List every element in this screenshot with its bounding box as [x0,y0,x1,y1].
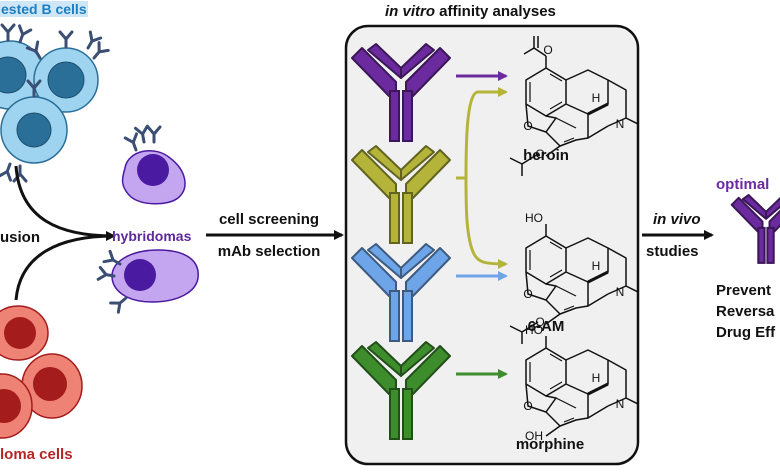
bridgehead-h: H [592,371,601,385]
b-cell [1,97,67,163]
affinity-title-italic: in vitro [385,3,435,20]
optimal-label: optimal [716,176,769,193]
antibody-optimal [732,195,780,263]
b-cell-antibody [0,162,16,180]
hybridomas-group [98,126,198,312]
outcome-line-1: Prevent [716,282,771,299]
nitrogen: N [616,397,625,411]
hybridomas-label: hybridomas [112,228,191,244]
compound-name-heroin: heroin [516,147,576,164]
furan-oxygen: O [523,119,532,133]
b-cell-antibody [89,43,108,62]
myeloma-cell [0,306,48,360]
affinity-title-rest: affinity analyses [435,3,556,20]
b-cell-antibody [2,25,14,40]
bridgehead-h: H [592,91,601,105]
nitrogen: N [616,117,625,131]
hydroxyl: HO [525,211,543,225]
hybridoma-cell [123,151,185,204]
myeloma-label: loma cells [0,446,73,463]
fusion-arrow-top [16,166,114,236]
bridgehead-h: H [592,259,601,273]
b-cell-antibody [60,32,72,47]
furan-oxygen: O [523,399,532,413]
studies-label: studies [646,243,699,260]
myeloma-cells-group [0,306,82,438]
ester-oxygen: O [543,43,552,57]
fusion-label: usion [0,229,40,246]
affinity-title: in vitro affinity analyses [385,3,556,20]
screening-label-1: cell screening [204,211,334,228]
outcome-line-2: Reversa [716,303,774,320]
optimal-antibody [732,195,780,263]
b-cells-group [0,25,108,181]
in-vivo-label: in vivo [653,211,701,228]
hybridoma-antibody [125,134,141,152]
screening-label-2: mAb selection [204,243,334,260]
compound-name-6am: 6-AM [516,318,576,335]
compound-name-morphine: morphine [510,436,590,453]
nitrogen: N [616,285,625,299]
hybridoma-antibody [148,127,160,142]
b-cells-label-text: ested B cells [0,1,88,17]
b-cells-label: ested B cells [0,1,88,17]
outcome-line-3: Drug Eff [716,324,775,341]
hybridoma-cell [112,250,198,302]
furan-oxygen: O [523,287,532,301]
